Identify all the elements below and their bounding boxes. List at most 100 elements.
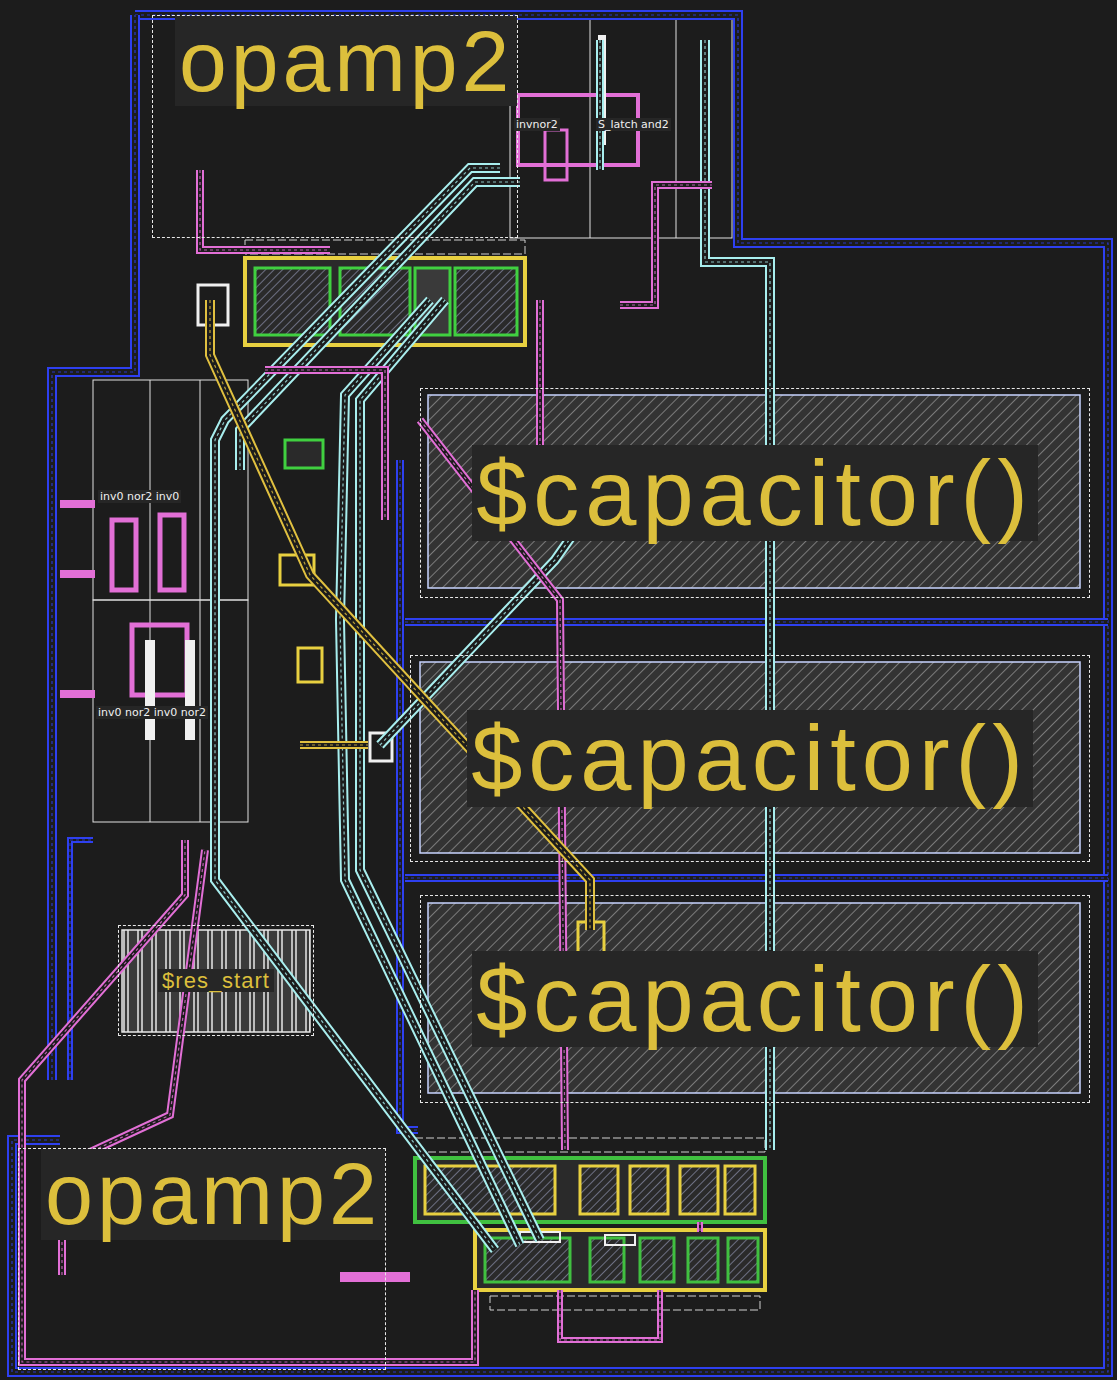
cell-name: $capacitor() [472, 951, 1038, 1048]
cell-divider [150, 380, 151, 822]
wire-core [265, 370, 385, 520]
wire-core [210, 300, 590, 930]
capacitor-plate [420, 662, 1080, 853]
metal-wire [200, 170, 330, 250]
wire-edge [405, 618, 1108, 626]
metal-wire [12, 15, 1108, 1372]
metal-wire [620, 185, 712, 305]
metal-wire [300, 745, 368, 746]
cell-metal [132, 625, 187, 695]
wire-edge [596, 40, 604, 170]
transistor [285, 440, 323, 468]
wire-hatch [240, 182, 520, 470]
wire-core [52, 15, 135, 1080]
transistor [640, 1238, 674, 1282]
wire-core [300, 743, 368, 747]
instance-label: S_latch and2 [596, 118, 671, 131]
transistor [728, 1238, 758, 1282]
wire-edge [300, 741, 368, 749]
wire-hatch [52, 15, 135, 1080]
cell-divider [200, 380, 201, 822]
contact-row [490, 1296, 760, 1310]
wire-edge [240, 182, 520, 470]
capacitor-plate [428, 903, 1080, 1093]
cell-poly [145, 640, 155, 740]
metal-wire [560, 1290, 660, 1340]
cell-outline [510, 15, 732, 238]
wire-edge [405, 874, 1108, 882]
wire-hatch [12, 15, 1108, 1372]
wire-core [240, 182, 520, 470]
opamp-cell: opamp2 [152, 15, 518, 238]
cell-name: opamp2 [175, 16, 517, 106]
pin [340, 1272, 410, 1282]
capacitor-plate [420, 662, 1080, 853]
cell-poly [185, 640, 195, 740]
metal-wire [240, 182, 520, 470]
metal-wire [600, 40, 601, 170]
cell-outline [93, 600, 248, 822]
cell-divider [676, 15, 677, 238]
resistor-cell: $res_start [118, 925, 314, 1036]
opamp-cell: opamp2 [18, 1148, 386, 1370]
capacitor-cell: $capacitor() [420, 895, 1090, 1103]
wire-core [70, 840, 93, 1080]
via [298, 648, 322, 682]
metal-wire [70, 840, 93, 1080]
transistor [680, 1166, 718, 1214]
transistor [455, 268, 517, 335]
wire-hatch [539, 300, 540, 450]
transistor [725, 1166, 755, 1214]
wire-hatch [265, 370, 385, 520]
cell-pin [60, 500, 95, 508]
cell-pin [60, 690, 95, 698]
wire-edge [210, 300, 590, 930]
cell-metal [160, 515, 184, 590]
wire-hatch [405, 621, 1108, 622]
cell-outline [93, 380, 248, 600]
cell-name: $capacitor() [472, 445, 1038, 542]
cell-metal [545, 130, 567, 180]
cell-divider [590, 15, 591, 238]
wire-core [12, 15, 1108, 1372]
resistor-body [122, 930, 310, 1032]
cell-pin [60, 570, 95, 578]
metal-wire [405, 622, 1108, 623]
wire-edge [536, 300, 544, 450]
transistor [580, 1166, 618, 1214]
wire-core [620, 185, 712, 305]
capacitor-plate [428, 903, 1080, 1093]
wire-core [22, 840, 475, 1362]
wire-hatch [620, 185, 712, 305]
wire-hatch [300, 744, 368, 745]
capacitor-cell: $capacitor() [420, 388, 1090, 598]
wire-edge [22, 840, 475, 1362]
wire-edge [52, 15, 135, 1080]
cell-name: $res_start [158, 969, 274, 992]
metal-wire [265, 370, 385, 520]
instance-label: invnor2 [514, 118, 560, 131]
wire-edge [12, 15, 1108, 1372]
wire-edge [265, 370, 385, 520]
wire-edge [620, 185, 712, 305]
capacitor-cell: $capacitor() [410, 655, 1090, 862]
wire-core [538, 300, 542, 450]
metal-wire [210, 300, 590, 930]
wire-edge [70, 840, 93, 1080]
wire-hatch [70, 840, 93, 1080]
wire-hatch [560, 1290, 660, 1340]
wire-hatch [699, 1222, 700, 1232]
wire-core [699, 1222, 701, 1232]
wire-hatch [599, 40, 600, 170]
wire-edge [560, 1290, 660, 1340]
wire-hatch [22, 840, 475, 1362]
wire-edge [697, 1222, 703, 1232]
cell-metal [112, 520, 136, 590]
cell-name: $capacitor() [467, 710, 1033, 807]
metal-wire [22, 840, 475, 1362]
metal-wire [405, 878, 1108, 879]
transistor [688, 1238, 718, 1282]
transistor [630, 1166, 668, 1214]
wire-edge [200, 170, 330, 250]
